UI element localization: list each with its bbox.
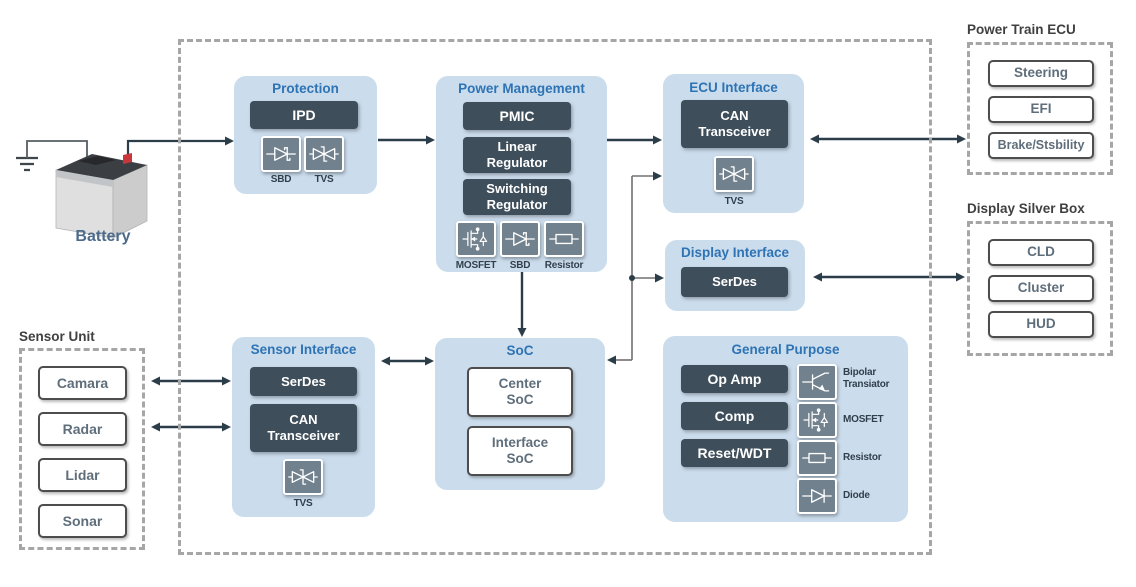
sensor-unit-box [19,348,145,550]
sensor-interface-title: Sensor Interface [250,342,357,357]
sbd-icon [261,136,301,172]
battery-label: Battery [75,228,131,245]
general-purpose-title: General Purpose [731,342,840,357]
mosfet-icon-label: MOSFET [455,260,497,271]
mosfet-icon-label: MOSFET [843,414,884,425]
tvs-icon [283,459,323,495]
tvs-icon [304,136,344,172]
dsb-item-cluster: Cluster [988,275,1094,302]
tvs-icon-label: TVS [724,196,744,207]
pm-chip-pmic: PMIC [463,102,571,130]
pm-chip-switching-regulator: Switching Regulator [463,179,571,215]
bipolar-transistor-icon-label: Bipolar Transiator [843,367,890,390]
dsb-item-hud: HUD [988,311,1094,338]
soc-item-center-soc: Center SoC [467,367,573,417]
main-system-boundary [178,39,932,555]
soc-title: SoC [506,343,534,358]
tvs-icon-label: TVS [314,174,334,185]
pt-item-brake-stability: Brake/Stsbility [988,132,1094,159]
ecu-interface-title: ECU Interface [689,80,778,95]
protection-panel [234,76,377,194]
sensor-chip-can-transceiver: CAN Transceiver [250,404,357,452]
diode-icon-label: Diode [843,490,870,501]
mosfet-icon [797,402,837,438]
display-silver-box-title: Display Silver Box [967,201,1085,216]
pt-item-steering: Steering [988,60,1094,87]
gp-chip-op-amp: Op Amp [681,365,788,393]
sensor-item-radar: Radar [38,412,127,446]
ground-icon [16,156,38,172]
display-silver-box [967,221,1113,356]
sensor-item-sonar: Sonar [38,504,127,538]
pm-chip-linear-regulator: Linear Regulator [463,137,571,173]
sensor-chip-serdes: SerDes [250,367,357,396]
tvs-icon [714,156,754,192]
resistor-icon-label: Resistor [843,452,882,463]
protection-title: Protection [272,81,339,96]
power-management-title: Power Management [458,81,585,96]
gp-chip-reset-wdt: Reset/WDT [681,439,788,467]
sbd-icon-label: SBD [270,174,292,185]
protection-chip-ipd: IPD [250,101,358,129]
display-chip-serdes: SerDes [681,267,788,297]
power-train-ecu-title: Power Train ECU [967,22,1076,37]
diode-icon [797,478,837,514]
resistor-icon [544,221,584,257]
sbd-icon [500,221,540,257]
sensor-unit-title: Sensor Unit [19,329,95,344]
gp-chip-comp: Comp [681,402,788,430]
bipolar-transistor-icon [797,364,837,400]
sensor-item-lidar: Lidar [38,458,127,492]
power-train-ecu-box [967,42,1113,175]
resistor-icon-label: Resistor [544,260,584,271]
tvs-icon-label: TVS [293,498,313,509]
battery-illustration [55,153,148,239]
sbd-icon-label: SBD [509,260,531,271]
ecu-chip-can-transceiver: CAN Transceiver [681,100,788,148]
pt-item-efi: EFI [988,96,1094,123]
dsb-item-cld: CLD [988,239,1094,266]
sensor-item-camera: Camara [38,366,127,400]
display-interface-title: Display Interface [680,245,790,260]
resistor-icon [797,440,837,476]
mosfet-icon [456,221,496,257]
wire-ground-to-battery [26,140,88,163]
soc-item-interface-soc: Interface SoC [467,426,573,476]
